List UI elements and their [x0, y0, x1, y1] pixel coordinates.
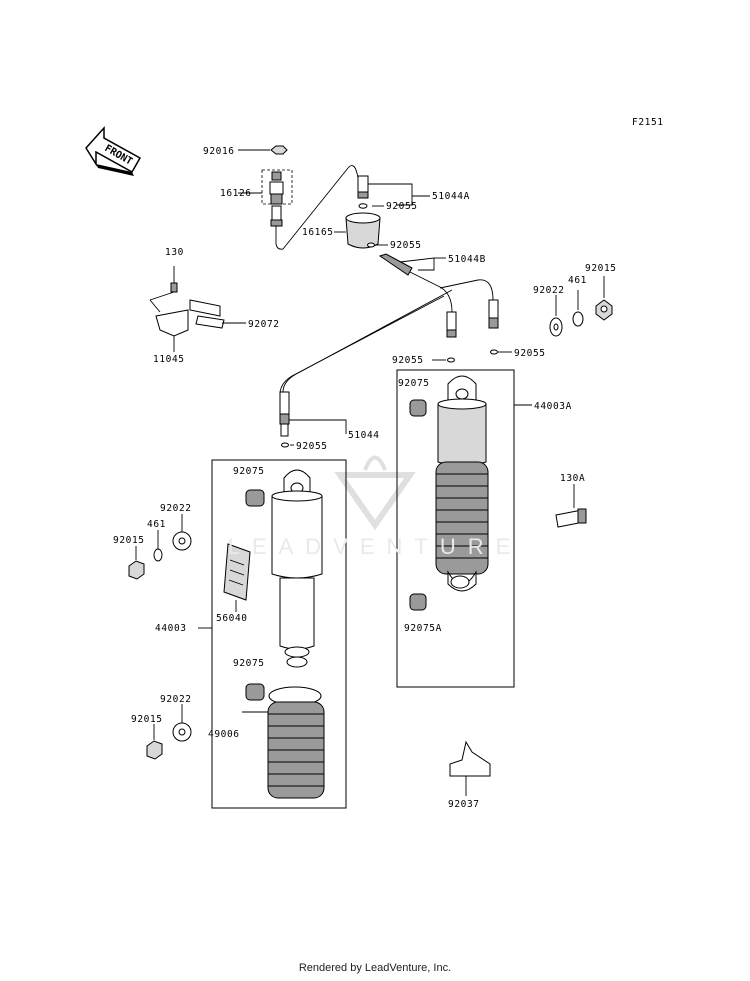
label-92055-d: 92055: [514, 348, 546, 359]
figure-code: F2151: [632, 117, 664, 128]
label-51044A: 51044A: [432, 191, 470, 202]
label-92022-left: 92022: [160, 503, 192, 514]
label-92072: 92072: [248, 319, 280, 330]
bushing-92075-right: [409, 399, 427, 417]
label-16165: 16165: [302, 227, 334, 238]
clip-92037: [449, 740, 491, 777]
label-461-left: 461: [147, 519, 166, 530]
right-shock-44003A: [396, 369, 532, 688]
label-92055-b: 92055: [390, 240, 422, 251]
label-130: 130: [165, 247, 184, 258]
label-49006: 49006: [208, 729, 240, 740]
valve-16126: [271, 171, 282, 181]
label-92075-left-lower: 92075: [233, 658, 265, 669]
left-hardware: [128, 514, 192, 760]
nut-92015-left: [128, 560, 145, 580]
label-92022-right: 92022: [533, 285, 565, 296]
label-56040: [223, 543, 251, 601]
hose-end-51044B: [378, 253, 413, 276]
watermark-text: LEADVENTURE: [227, 534, 523, 559]
right-hardware: [449, 276, 613, 796]
bushing-92075-left-upper: [245, 489, 265, 507]
label-44003A: 44003A: [534, 401, 572, 412]
label-92075-left: 92075: [233, 466, 265, 477]
label-92015-left: 92015: [113, 535, 145, 546]
clip-92072: [195, 315, 225, 329]
part-labels: 92016 16126 51044A 92055 16165 92055 510…: [113, 146, 617, 810]
bellows-49006: [267, 686, 325, 799]
label-44003: 44003: [155, 623, 187, 634]
label-16126: 16126: [220, 188, 252, 199]
footer-credit: Rendered by LeadVenture, Inc.: [298, 962, 452, 974]
label-92015-right: 92015: [585, 263, 617, 274]
label-56040: 56040: [216, 613, 248, 624]
label-130A: 130A: [560, 473, 585, 484]
bushing-92075A: [409, 593, 427, 611]
bracket-assembly: [149, 266, 246, 352]
label-92075-right: 92075: [398, 378, 430, 389]
reservoir-16165: [345, 217, 381, 249]
label-92022-left-lower: 92022: [160, 694, 192, 705]
label-51044B: 51044B: [448, 254, 486, 265]
label-461-right: 461: [568, 275, 587, 286]
bushing-92075-left-lower: [245, 683, 265, 701]
label-92015-left-lower: 92015: [131, 714, 163, 725]
label-92055-a: 92055: [386, 201, 418, 212]
front-arrow-icon: FRONT: [85, 126, 142, 176]
left-shock-44003: [198, 459, 347, 809]
label-92055-c: 92055: [392, 355, 424, 366]
nut-92016: [270, 145, 288, 155]
bracket-11045: [155, 309, 189, 337]
label-11045: 11045: [153, 354, 185, 365]
reservoir-hose-assembly: [238, 145, 512, 448]
bolt-130: [170, 282, 178, 293]
label-51044: 51044: [348, 430, 380, 441]
bellows: [435, 461, 489, 575]
nut-92015-left-lower: [146, 740, 163, 760]
label-92075A: 92075A: [404, 623, 442, 634]
label-92016: 92016: [203, 146, 235, 157]
fitting-51044A: [357, 175, 369, 193]
label-92037: 92037: [448, 799, 480, 810]
watermark-logo: [334, 455, 416, 531]
label-92055-e: 92055: [296, 441, 328, 452]
